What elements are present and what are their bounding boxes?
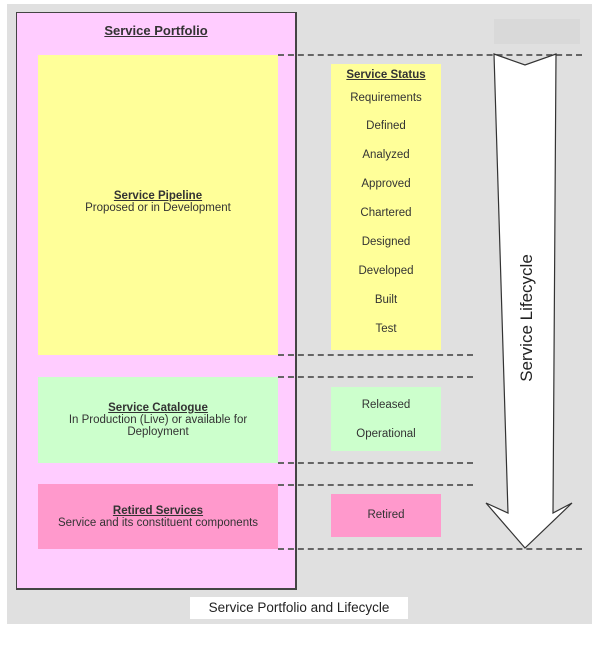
status-item: Chartered xyxy=(360,207,412,219)
diagram-caption: Service Portfolio and Lifecycle xyxy=(190,597,408,619)
service-lifecycle-arrow: Service Lifecycle xyxy=(485,53,573,549)
separator-retired-start xyxy=(278,484,473,486)
service-status-pipeline-list: Service Status Requirements Defined Anal… xyxy=(331,64,441,350)
status-item: Requirements xyxy=(350,92,422,104)
status-item: Test xyxy=(375,323,397,335)
status-item: Built xyxy=(374,294,398,306)
retired-services-subtitle: Service and its constituent components xyxy=(57,516,259,529)
status-item: Approved xyxy=(361,178,411,190)
status-item: Designed xyxy=(361,236,411,248)
retired-services-box: Retired Services Service and its constit… xyxy=(38,484,278,549)
separator-top xyxy=(278,54,582,56)
service-catalogue-box: Service Catalogue In Production (Live) o… xyxy=(38,377,278,463)
service-status-retired-list: Retired xyxy=(331,494,441,537)
status-item: Retired xyxy=(367,509,405,521)
service-status-header: Service Status xyxy=(346,69,426,81)
service-catalogue-subtitle: In Production (Live) or available for De… xyxy=(68,414,248,438)
lifecycle-arrow-label: Service Lifecycle xyxy=(517,254,536,382)
service-status-catalogue-list: Released Operational xyxy=(331,387,441,451)
service-pipeline-title: Service Pipeline xyxy=(113,190,203,202)
status-item: Operational xyxy=(356,428,416,440)
status-item: Released xyxy=(361,399,411,411)
lifecycle-arrow-shape xyxy=(485,53,573,549)
separator-pipeline-end xyxy=(278,354,473,356)
separator-catalogue-end xyxy=(278,462,473,464)
service-pipeline-subtitle: Proposed or in Development xyxy=(85,202,231,214)
ghost-box xyxy=(494,19,580,44)
service-pipeline-box: Service Pipeline Proposed or in Developm… xyxy=(38,55,278,355)
separator-bottom xyxy=(278,548,582,550)
retired-services-title: Retired Services xyxy=(112,504,204,517)
status-item: Analyzed xyxy=(362,149,410,161)
separator-catalogue-start xyxy=(278,376,473,378)
service-catalogue-title: Service Catalogue xyxy=(108,402,208,414)
status-item: Defined xyxy=(366,120,406,132)
service-portfolio-title: Service Portfolio xyxy=(104,23,208,38)
status-item: Developed xyxy=(358,265,414,277)
